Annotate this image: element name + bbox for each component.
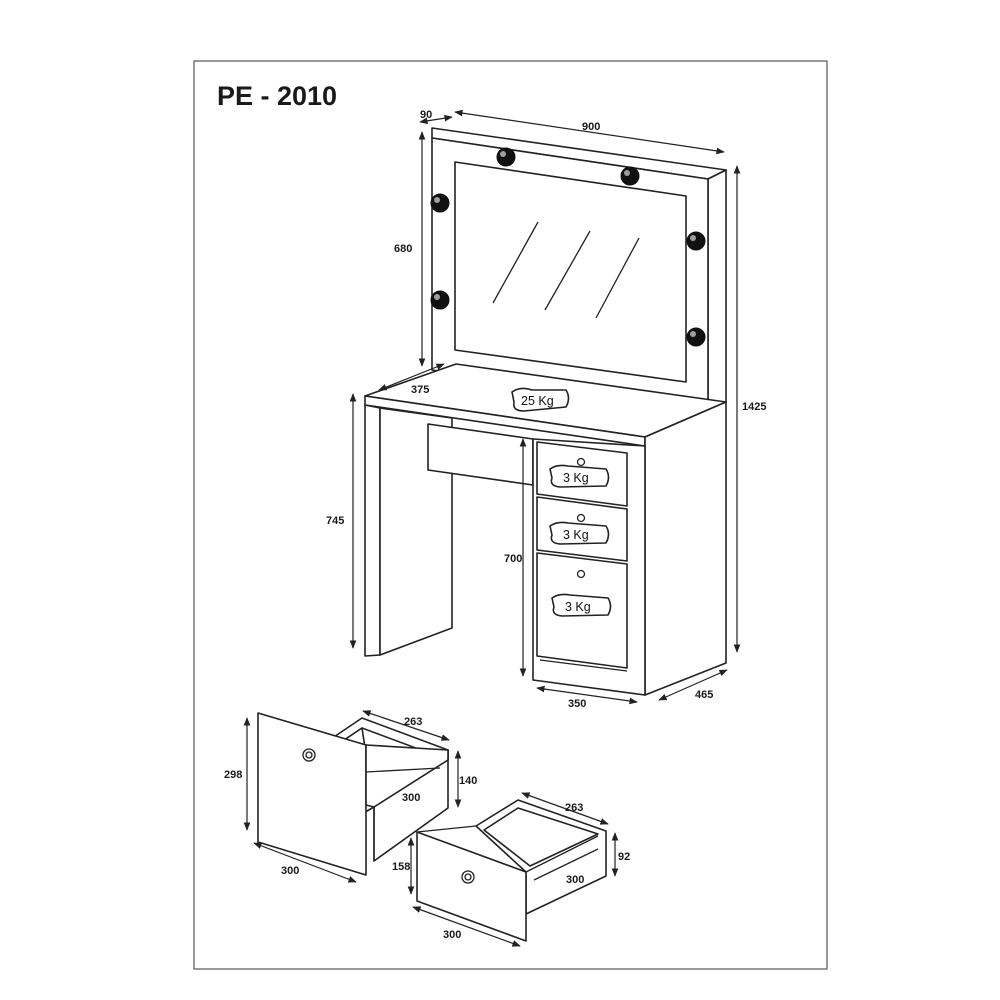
dim-table-depth: 465 [695, 689, 713, 701]
dim-mirror-height: 680 [394, 243, 412, 255]
load-label-drawer-3: 3 Kg [551, 593, 612, 617]
large-drawer-detail [257, 712, 449, 876]
dim-mirror-depth: 90 [420, 109, 432, 121]
load-label-drawer-2: 3 Kg [549, 521, 610, 545]
dim-top-depth: 375 [411, 384, 429, 396]
dim-big-drawer-front-width: 300 [281, 865, 299, 877]
dim-small-drawer-depth: 263 [565, 802, 583, 814]
dim-cabinet-height: 700 [504, 553, 522, 565]
light-bulb-icon [430, 290, 450, 310]
dim-small-drawer-height: 158 [392, 861, 410, 873]
light-bulb-icon [430, 193, 450, 213]
small-drawer-detail [416, 799, 607, 942]
dim-big-drawer-side-height: 140 [459, 775, 477, 787]
dim-small-drawer-inner-width: 300 [566, 874, 584, 886]
dressing-table [364, 363, 727, 696]
dim-big-drawer-inner-width: 300 [402, 792, 420, 804]
drawing-frame [193, 60, 828, 970]
dim-total-height: 1425 [742, 401, 766, 413]
dim-big-drawer-height: 298 [224, 769, 242, 781]
light-bulb-icon [620, 166, 640, 186]
svg-text:3 Kg: 3 Kg [563, 471, 589, 485]
dim-table-height: 745 [326, 515, 344, 527]
lock-icon [302, 748, 316, 762]
light-bulb-icon [496, 147, 516, 167]
dim-small-drawer-side-height: 92 [618, 851, 630, 863]
dim-small-drawer-front-width: 300 [443, 929, 461, 941]
dim-cabinet-width: 350 [568, 698, 586, 710]
light-bulb-icon [686, 231, 706, 251]
load-label-top: 25 Kg [511, 387, 570, 412]
lock-icon [576, 569, 586, 579]
lock-icon [461, 870, 475, 884]
load-label-drawer-1: 3 Kg [549, 464, 610, 488]
mirror-assembly [430, 127, 727, 411]
model-title: PE - 2010 [217, 81, 337, 111]
lock-icon [576, 457, 586, 467]
lock-icon [576, 513, 586, 523]
svg-text:3 Kg: 3 Kg [565, 600, 591, 614]
dim-big-drawer-depth: 263 [404, 716, 422, 728]
svg-text:3 Kg: 3 Kg [563, 528, 589, 542]
light-bulb-icon [686, 327, 706, 347]
mirror-glass [454, 161, 687, 383]
dim-mirror-width: 900 [582, 121, 600, 133]
svg-text:25 Kg: 25 Kg [521, 394, 554, 408]
